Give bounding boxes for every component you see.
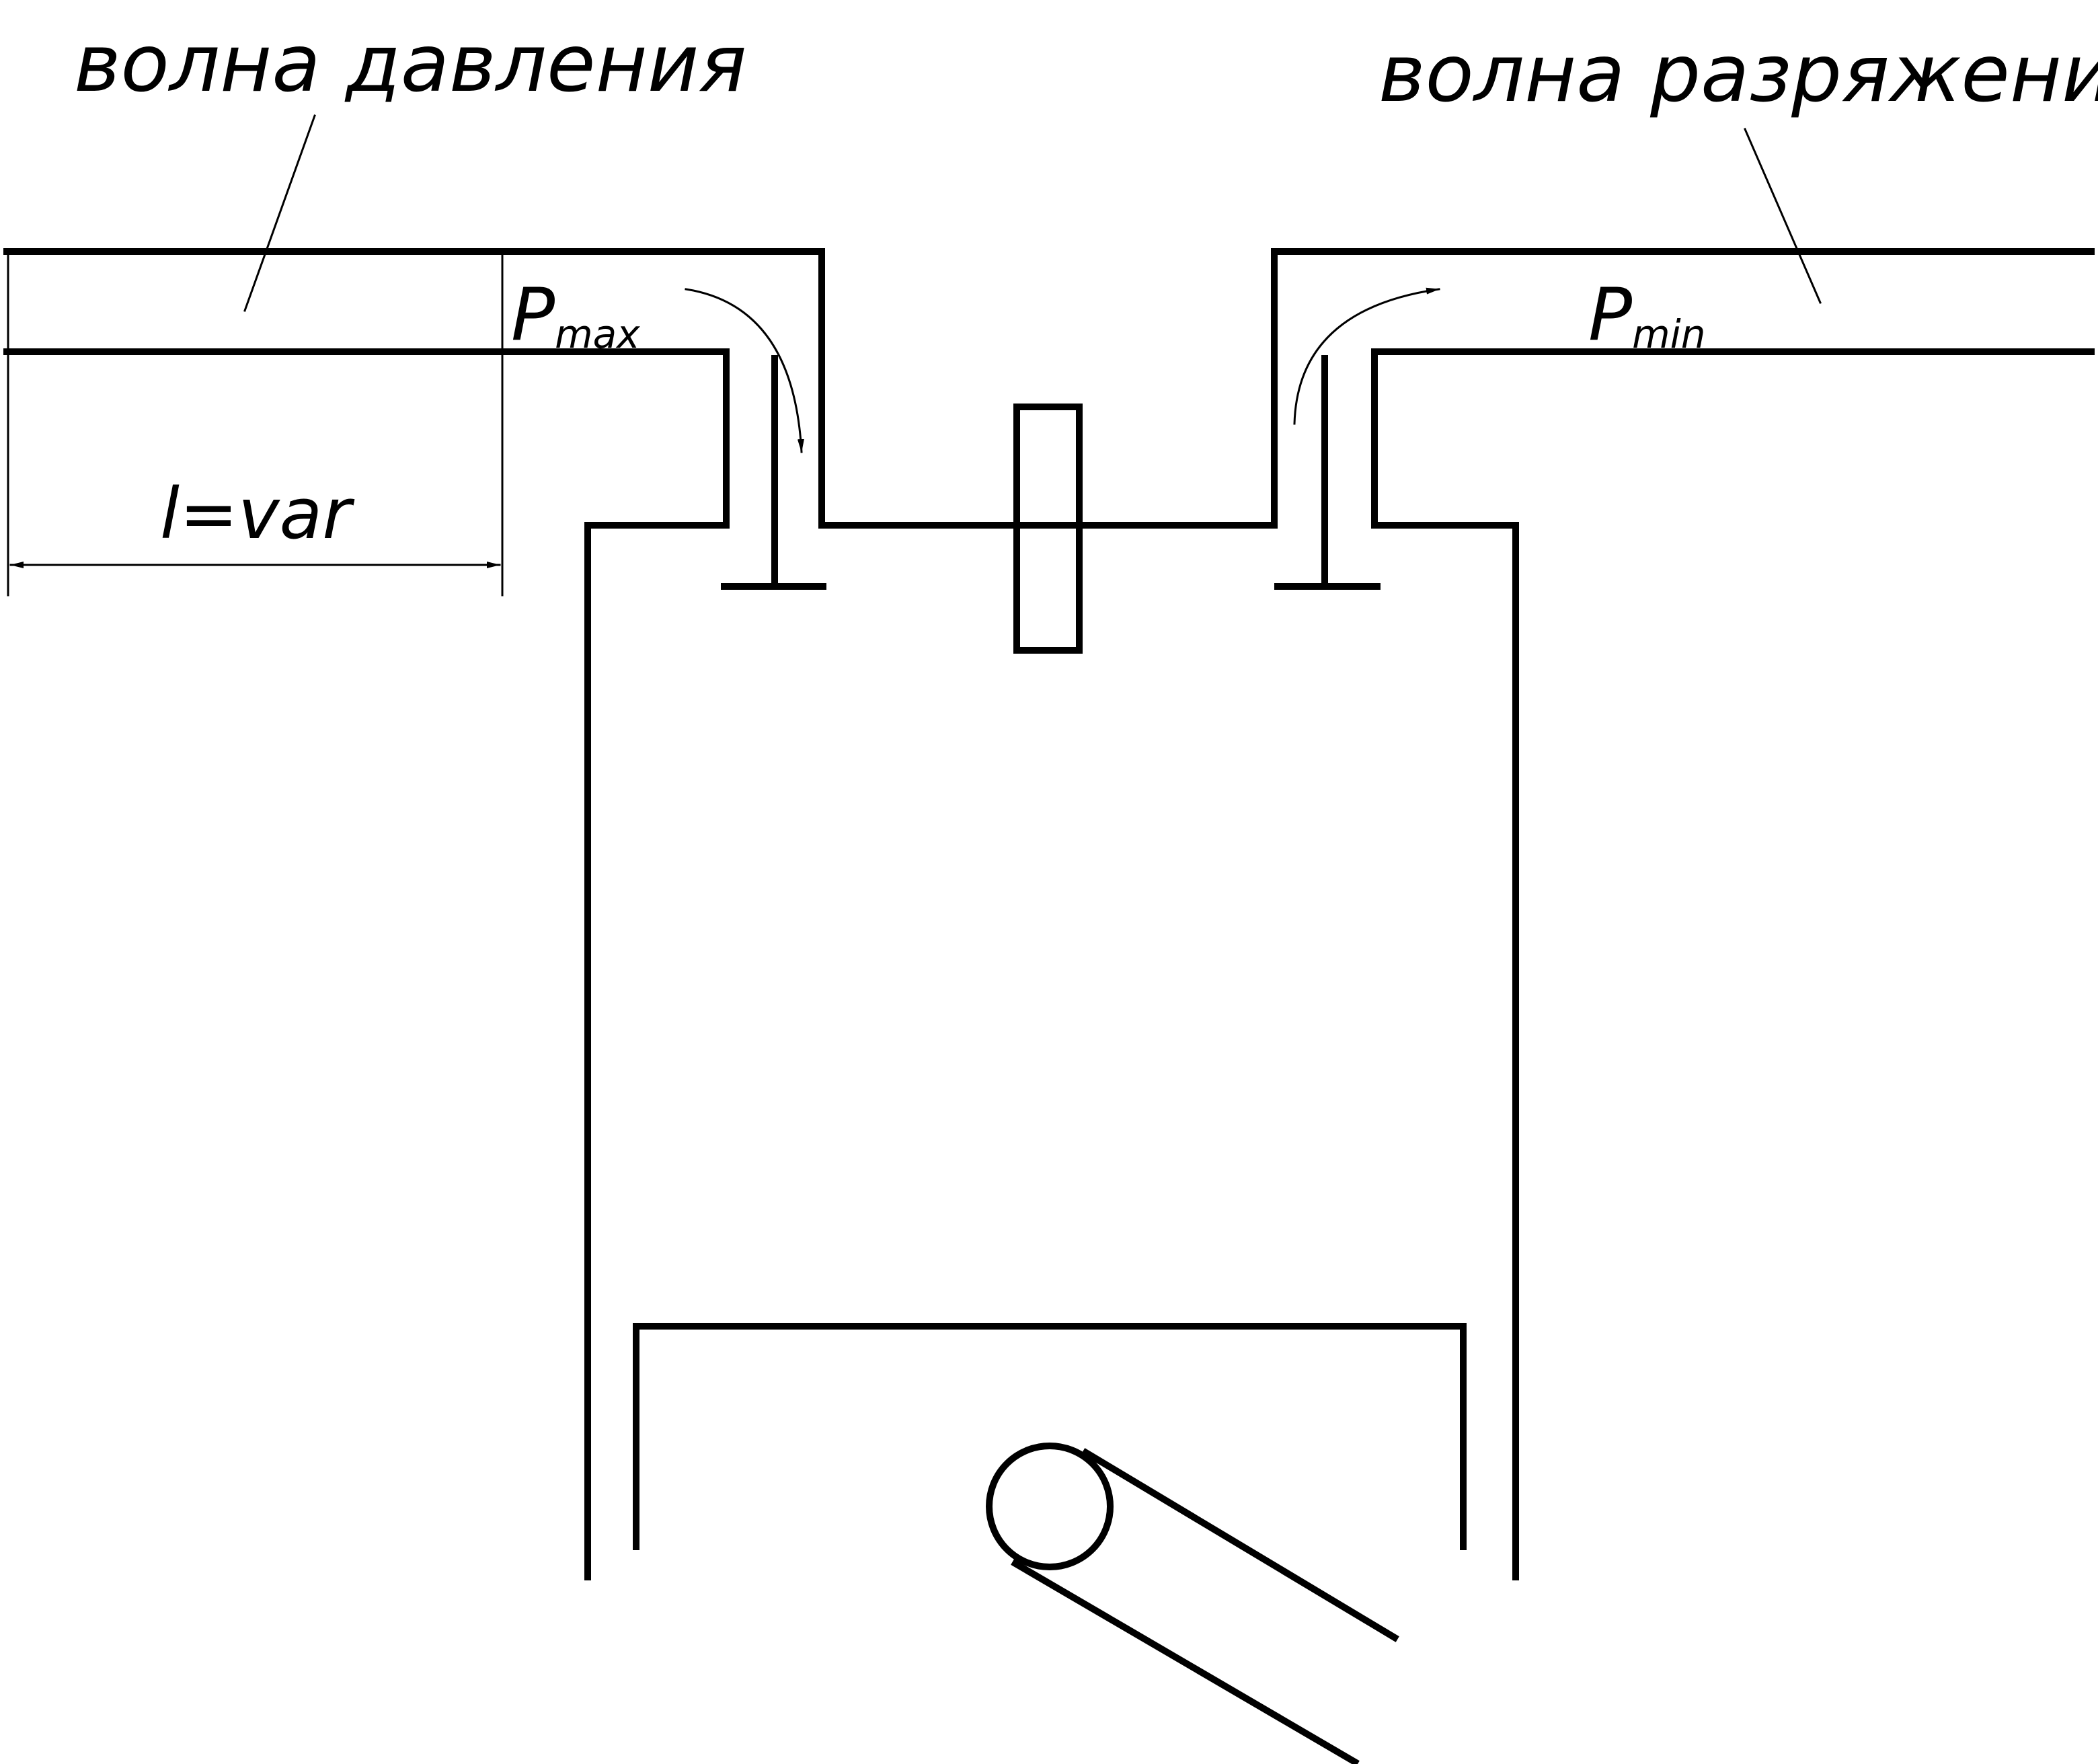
exhaust-pipe-bottom-wall bbox=[1371, 348, 2095, 1580]
p-min-letter: P bbox=[1588, 273, 1632, 357]
p-min-subscript: min bbox=[1632, 311, 1705, 357]
p-min-label: Pmin bbox=[1588, 273, 1706, 357]
intake-pipe-top-wall bbox=[3, 248, 1278, 529]
exhaust-pipe-top-wall bbox=[1271, 248, 2095, 529]
piston bbox=[633, 1323, 1467, 1550]
length-label: l=var bbox=[160, 473, 355, 555]
exhaust-flow-arrow bbox=[1293, 287, 1440, 425]
p-max-letter: P bbox=[511, 273, 555, 357]
rarefaction-wave-label: волна разряжения bbox=[1378, 27, 2098, 120]
p-max-label: Pmax bbox=[511, 273, 640, 357]
intake-pipe-bottom-wall bbox=[3, 348, 730, 1580]
connecting-rod-lower-edge bbox=[1011, 1559, 1360, 1764]
exhaust-valve bbox=[1274, 355, 1381, 590]
connecting-rod-upper-edge bbox=[1081, 1448, 1399, 1642]
pressure-wave-label: волна давления bbox=[74, 17, 746, 110]
exhaust-pipe bbox=[1271, 248, 2095, 1580]
intake-flow-arrow bbox=[685, 288, 804, 453]
intake-pipe bbox=[3, 248, 1278, 1580]
intake-valve bbox=[721, 355, 826, 590]
connecting-rod bbox=[986, 1443, 1399, 1764]
length-dimension: l=var bbox=[7, 253, 504, 597]
piston-pin bbox=[986, 1443, 1114, 1570]
pressure-wave-leader bbox=[243, 114, 316, 312]
p-max-subscript: max bbox=[555, 311, 640, 357]
rarefaction-wave-leader bbox=[1744, 128, 1822, 304]
spark-plug bbox=[1013, 404, 1083, 654]
